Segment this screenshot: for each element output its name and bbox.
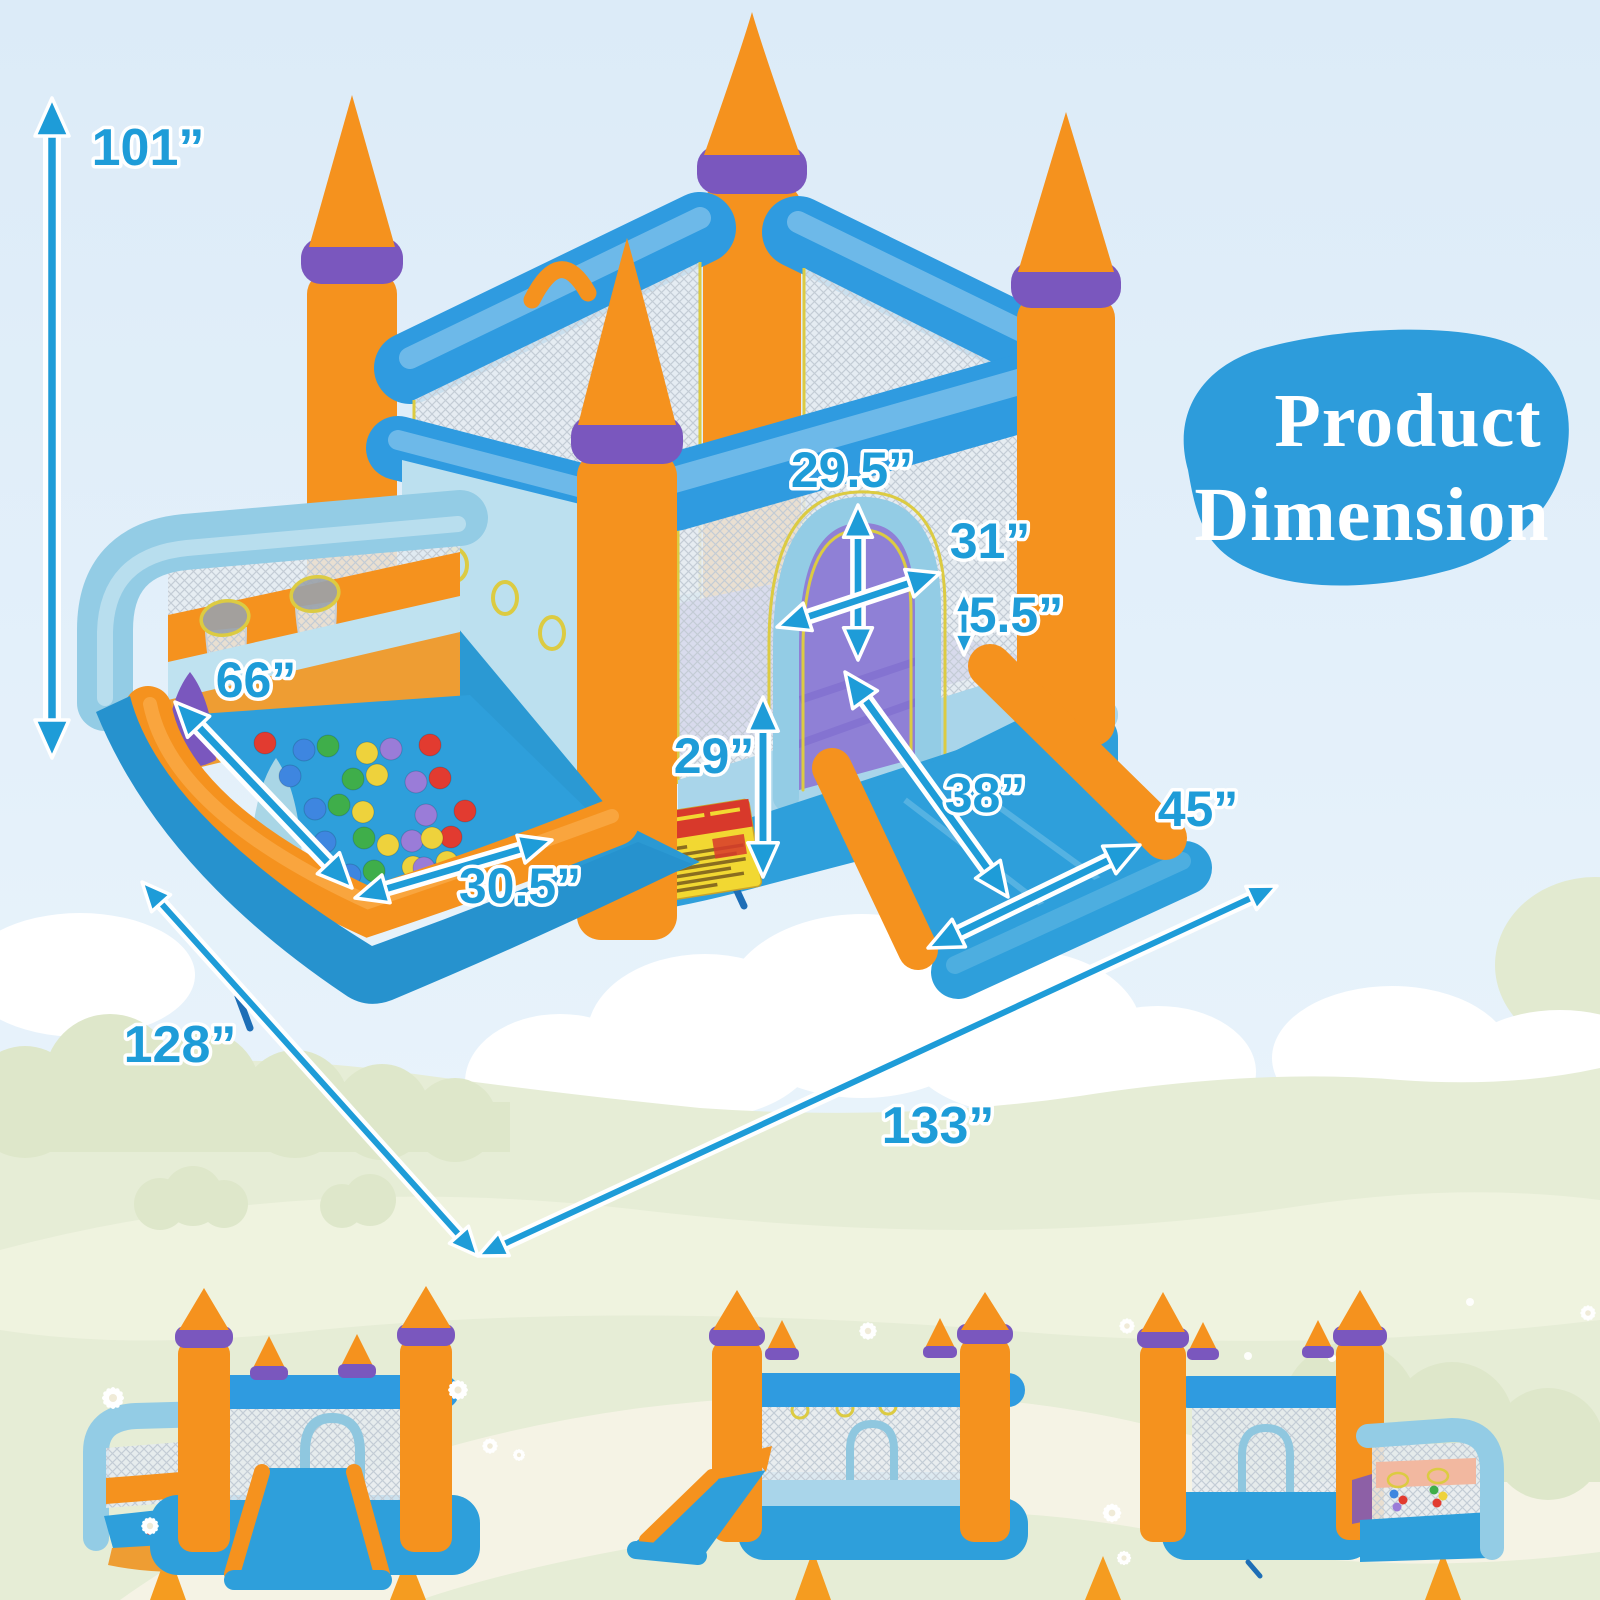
ball bbox=[365, 763, 389, 787]
ball bbox=[351, 800, 375, 824]
ball bbox=[327, 793, 351, 817]
ball bbox=[420, 826, 444, 850]
slide-rail-left bbox=[812, 748, 938, 970]
orange-trees bbox=[150, 1550, 1461, 1600]
dimension-label-slide-length: 38” bbox=[945, 767, 1026, 823]
top-beam-right bbox=[762, 196, 1076, 386]
dimension-label-ball-pit-length: 66” bbox=[216, 652, 297, 708]
ball bbox=[379, 737, 403, 761]
castle-left-face bbox=[458, 628, 700, 908]
dimension-arrows bbox=[33, 96, 1279, 1258]
dimension-label-footprint-width: 133” bbox=[882, 1097, 995, 1155]
left-beam bbox=[366, 416, 630, 532]
badge-title-line1: Product bbox=[1274, 379, 1541, 463]
tower-front-right bbox=[1011, 112, 1121, 746]
ball bbox=[303, 797, 327, 821]
thumbnail-front-view bbox=[83, 1286, 480, 1590]
ball bbox=[376, 833, 400, 857]
badge-blob bbox=[1183, 329, 1569, 586]
ball bbox=[355, 741, 379, 765]
pit-outer-skirt bbox=[96, 696, 692, 1004]
handle bbox=[523, 261, 597, 309]
field-light-band bbox=[0, 1192, 1600, 1341]
dimension-label-slide-rail-height: 5.5” bbox=[969, 587, 1064, 643]
ball bbox=[414, 803, 438, 827]
ball bbox=[418, 733, 442, 757]
top-beam-back bbox=[374, 192, 736, 404]
ball bbox=[292, 738, 316, 762]
dimension-label-door-height: 29.5” bbox=[791, 442, 913, 498]
slide-rail-right bbox=[968, 644, 1187, 860]
ball bbox=[316, 734, 340, 758]
ball bbox=[278, 764, 302, 788]
pit-arch-tube bbox=[77, 490, 488, 731]
ball bbox=[352, 826, 376, 850]
bounce-house-main-illustration bbox=[77, 12, 1212, 1032]
ball bbox=[341, 767, 365, 791]
far-bush bbox=[1495, 877, 1600, 1053]
dimension-labels: 101” 29.5” 31” 5.5” 66” 29” 38” 45” 30.5… bbox=[88, 116, 1242, 1159]
dimension-label-ball-pit-width: 30.5” bbox=[459, 858, 581, 914]
top-beam-front bbox=[635, 349, 1079, 531]
field-dots bbox=[1244, 1298, 1474, 1362]
product-dimension-badge: Product Dimension bbox=[1183, 329, 1569, 586]
dimension-label-footprint-depth: 128” bbox=[124, 1016, 237, 1074]
ball bbox=[453, 799, 477, 823]
dimension-label-platform-height: 29” bbox=[674, 728, 755, 784]
dimension-label-slide-end-width: 45” bbox=[1158, 781, 1239, 837]
dimension-label-overall-height: 101” bbox=[92, 119, 205, 177]
ball bbox=[404, 770, 428, 794]
ball bbox=[428, 766, 452, 790]
thumbnail-side-view bbox=[627, 1290, 1028, 1565]
badge-title-line2: Dimension bbox=[1194, 473, 1549, 557]
ball bbox=[400, 829, 424, 853]
pit-lightblue-strip bbox=[168, 596, 460, 704]
ball bbox=[253, 731, 277, 755]
thumbnail-back-view bbox=[1137, 1290, 1504, 1579]
dimension-label-door-width: 31” bbox=[950, 513, 1031, 569]
